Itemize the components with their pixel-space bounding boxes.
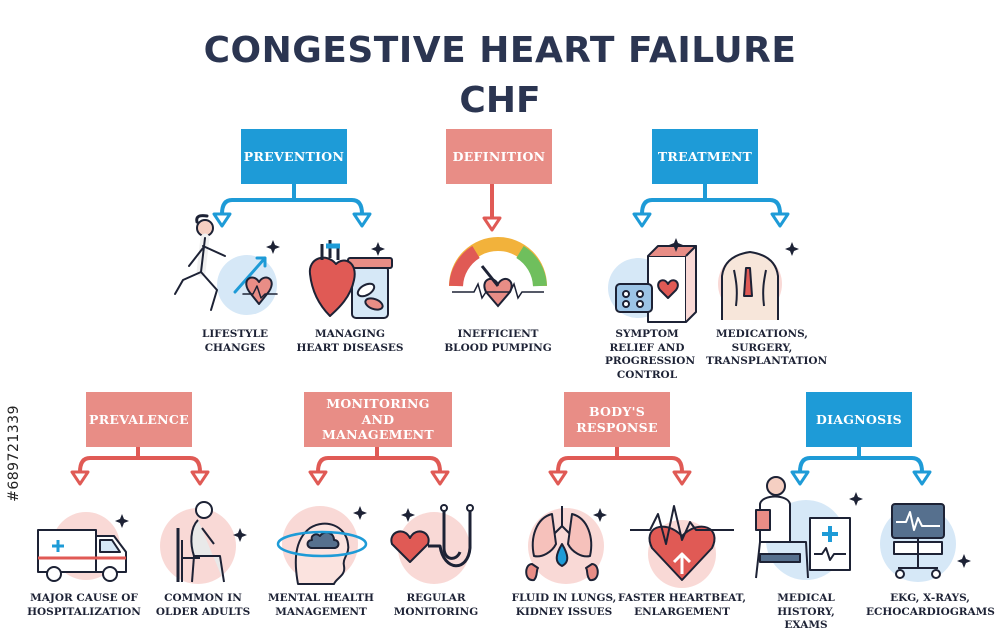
box-prevention: PREVENTION: [241, 129, 347, 184]
caption-inefficient: INEFFICIENT BLOOD PUMPING: [444, 328, 552, 354]
box-prevalence: PREVALENCE: [86, 392, 192, 447]
caption-ekg: EKG, X-RAYS, ECHOCARDIOGRAMS: [866, 592, 995, 618]
mental-health-icon: [276, 506, 368, 585]
box-response: BODY'S RESPONSE: [564, 392, 670, 447]
title-line-1: CONGESTIVE HEART FAILURE: [203, 30, 797, 71]
title-line-2: CHF: [459, 80, 541, 121]
arrowhead: [212, 212, 232, 228]
caption-medications: MEDICATIONS, SURGERY, TRANSPLANTATION: [706, 328, 828, 368]
chest-surgery-icon: [718, 242, 799, 320]
caption-fluid: FLUID IN LUNGS, KIDNEY ISSUES: [511, 592, 617, 618]
ambulance-icon: [37, 512, 129, 582]
doctor-icon: [755, 476, 863, 580]
medicine-box-icon: [608, 238, 697, 323]
caption-medical: MEDICAL HISTORY, EXAMS: [777, 592, 835, 632]
caption-managing: MANAGING HEART DISEASES: [296, 328, 404, 354]
caption-mental: MENTAL HEALTH MANAGEMENT: [268, 592, 374, 618]
caption-faster: FASTER HEARTBEAT, ENLARGEMENT: [618, 592, 746, 618]
caption-lifestyle: LIFESTYLE CHANGES: [201, 328, 269, 354]
arrowhead: [352, 212, 372, 228]
box-monitoring: MONITORING AND MANAGEMENT: [304, 392, 452, 447]
box-diagnosis: DIAGNOSIS: [806, 392, 912, 447]
heartbeat-icon: [630, 505, 734, 588]
box-definition: DEFINITION: [446, 129, 552, 184]
caption-older: COMMON IN OLDER ADULTS: [155, 592, 251, 618]
heart-and-pills-icon: [308, 240, 393, 319]
ekg-machine-icon: [880, 503, 971, 582]
caption-symptom: SYMPTOM RELIEF AND PROGRESSION CONTROL: [605, 328, 696, 381]
running-person-icon: [174, 214, 280, 315]
elderly-person-icon: [160, 501, 247, 584]
stethoscope-icon: [390, 504, 474, 584]
prevention-arrows: [220, 182, 364, 216]
caption-regular: REGULAR MONITORING: [393, 592, 479, 618]
lungs-kidneys-icon: [525, 506, 607, 584]
caption-major: MAJOR CAUSE OF HOSPITALIZATION: [27, 592, 141, 618]
heart-gauge-icon: [449, 237, 547, 308]
box-treatment: TREATMENT: [652, 129, 758, 184]
